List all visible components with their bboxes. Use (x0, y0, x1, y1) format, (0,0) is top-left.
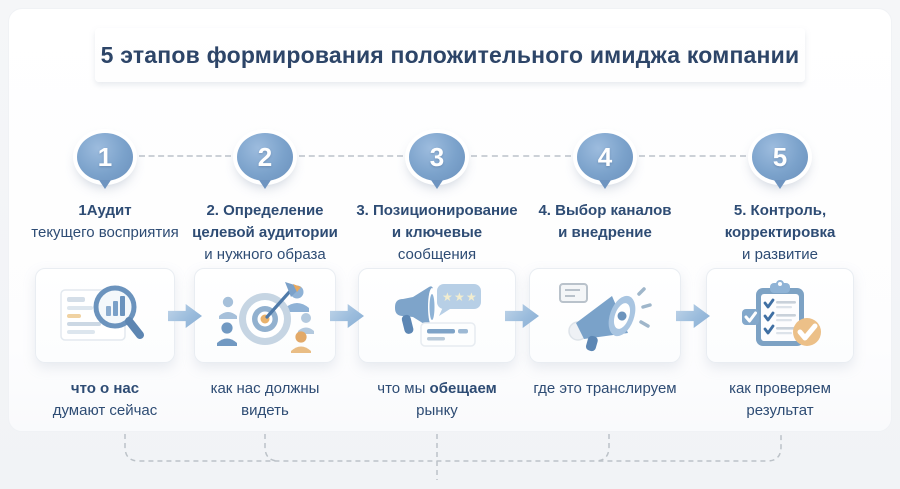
step-title: 2. Определение целевой аудитории и нужно… (180, 200, 350, 266)
step-dashed-connector (299, 155, 403, 157)
step-title-line: 1Аудит (78, 202, 132, 219)
step-title-line: 2. Определение (206, 202, 324, 219)
caption-text: что о нас (70, 380, 140, 397)
caption-text: как проверяем (729, 380, 831, 397)
step-card (194, 268, 336, 363)
step-number: 4 (597, 141, 613, 172)
step-caption: где это транслируем (510, 378, 700, 400)
step-title: 4. Выбор каналов и внедрение (520, 200, 690, 244)
caption-text: где это транслируем (533, 380, 677, 397)
checklist-icon (742, 279, 821, 346)
step-number: 3 (429, 141, 445, 172)
feedback-loop-dashed-lines (124, 434, 782, 480)
step-title-line: 4. Выбор каналов (538, 202, 672, 219)
svg-text:★: ★ (466, 290, 477, 304)
step-title-line: корректировка (724, 224, 836, 241)
caption-text: как нас должны (210, 380, 320, 397)
title-band: 5 этапов формирования положительного ими… (95, 28, 805, 82)
step-dashed-connector (471, 155, 571, 157)
step-title-line: целевой аудитории (192, 224, 338, 241)
step-card (35, 268, 175, 363)
balloon-tail (599, 180, 611, 189)
svg-text:★: ★ (442, 290, 453, 304)
broadcast-megaphone-icon (559, 282, 652, 351)
caption-text: результат (746, 402, 814, 419)
page-title: 5 этапов формирования положительного ими… (100, 41, 800, 68)
caption-text: обещаем (429, 380, 497, 397)
target-audience-icon (217, 281, 314, 353)
step-title-line: и нужного образа (204, 246, 326, 263)
caption-text: рынку (416, 402, 458, 419)
step-number-badge: 4 (577, 133, 633, 189)
step-title: 5. Контроль, корректировка и развитие (695, 200, 865, 266)
step-number-badge: 2 (237, 133, 293, 189)
step-caption: что о нас думают сейчас (10, 378, 200, 422)
step-title-line: 5. Контроль, (733, 202, 827, 219)
step-column-1: 1 1Аудит текущего восприятия что (20, 133, 190, 463)
step-caption: что мы обещаем рынку (342, 378, 532, 422)
step-title-line: и развитие (742, 246, 818, 263)
step-title: 1Аудит текущего восприятия (20, 200, 190, 244)
step-title-line: и внедрение (558, 224, 652, 241)
svg-text:★: ★ (454, 290, 465, 304)
step-title-line: сообщения (397, 246, 477, 263)
step-card (706, 268, 854, 363)
step-column-2: 2 2. Определение целевой аудитории и нуж… (180, 133, 350, 463)
step-number: 2 (257, 141, 273, 172)
caption-text: видеть (241, 402, 289, 419)
megaphone-rating-icon: ★ ★ ★ (395, 283, 481, 347)
step-number: 1 (97, 141, 113, 172)
step-column-4: 4 4. Выбор каналов и внедрение (520, 133, 690, 463)
step-dashed-connector (639, 155, 746, 157)
step-title-line: 3. Позиционирование (356, 202, 518, 219)
balloon-tail (99, 180, 111, 189)
step-number-badge: 5 (752, 133, 808, 189)
step-caption: как нас должны видеть (170, 378, 360, 422)
step-column-3: 3 3. Позиционирование и ключевые сообщен… (352, 133, 522, 463)
caption-text: думают сейчас (52, 402, 158, 419)
step-number-badge: 1 (77, 133, 133, 189)
step-column-5: 5 5. Контроль, корректировка и развитие (695, 133, 865, 463)
step-caption: как проверяем результат (685, 378, 875, 422)
balloon-tail (431, 180, 443, 189)
audit-magnifier-icon (60, 285, 144, 341)
balloon-tail (774, 180, 786, 189)
step-title-line: текущего восприятия (31, 224, 179, 241)
caption-text: что мы (377, 380, 430, 397)
step-number: 5 (772, 141, 788, 172)
step-title-line: и ключевые (391, 224, 483, 241)
step-number-badge: 3 (409, 133, 465, 189)
balloon-tail (259, 180, 271, 189)
step-dashed-connector (139, 155, 231, 157)
step-card (529, 268, 681, 363)
step-card: ★ ★ ★ (358, 268, 516, 363)
step-title: 3. Позиционирование и ключевые сообщения (352, 200, 522, 266)
